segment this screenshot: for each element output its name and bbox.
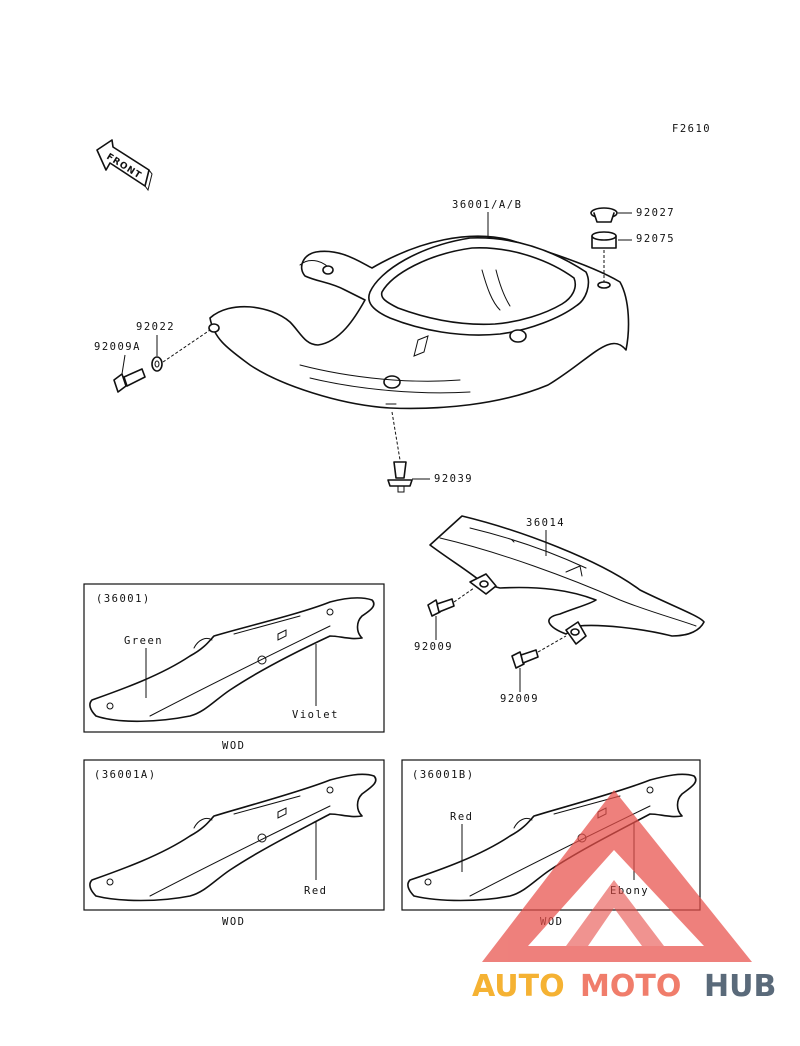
label-bolt-1: 92009 bbox=[414, 641, 453, 653]
clip-part bbox=[387, 461, 413, 493]
label-red: Red bbox=[450, 811, 473, 823]
front-arrow-icon: FRONT bbox=[96, 139, 153, 192]
watermark-logo bbox=[482, 790, 752, 962]
bolt-a-part bbox=[113, 368, 146, 393]
label-tail-cover: 36001/A/B bbox=[452, 199, 522, 211]
cap-part bbox=[590, 207, 618, 223]
label-damper: 92075 bbox=[636, 233, 675, 245]
label-red: Red bbox=[304, 885, 327, 897]
watermark-moto: MOTO bbox=[580, 969, 681, 1004]
washer-part bbox=[151, 356, 163, 372]
watermark-hub: HUB bbox=[704, 969, 776, 1004]
damper-part bbox=[591, 231, 617, 249]
bolt-2-part bbox=[511, 649, 539, 669]
label-bolt-a: 92009A bbox=[94, 341, 141, 353]
fender-part bbox=[429, 515, 705, 645]
label-clip: 92039 bbox=[434, 473, 473, 485]
watermark-triangle-icon bbox=[482, 790, 752, 962]
diagram-code: F2610 bbox=[672, 123, 711, 135]
bolt-1-part bbox=[427, 598, 455, 617]
label-violet: Violet bbox=[292, 709, 339, 721]
label-green: Green bbox=[124, 635, 163, 647]
variant-caption: WOD bbox=[222, 740, 245, 752]
variant-box-36001a: (36001A) Red bbox=[83, 759, 385, 911]
variant-code: (36001A) bbox=[94, 769, 157, 781]
variant-code: (36001B) bbox=[412, 769, 475, 781]
label-cap: 92027 bbox=[636, 207, 675, 219]
variant-caption: WOD bbox=[222, 916, 245, 928]
watermark-auto: AUTO bbox=[472, 969, 565, 1004]
label-bolt-2: 92009 bbox=[500, 693, 539, 705]
variant-code: (36001) bbox=[96, 593, 151, 605]
label-fender: 36014 bbox=[526, 517, 565, 529]
label-washer: 92022 bbox=[136, 321, 175, 333]
watermark-text: AUTO MOTO HUB bbox=[472, 969, 776, 1004]
variant-box-36001: (36001) Green Violet bbox=[83, 583, 385, 733]
tail-cover-part bbox=[208, 235, 630, 410]
